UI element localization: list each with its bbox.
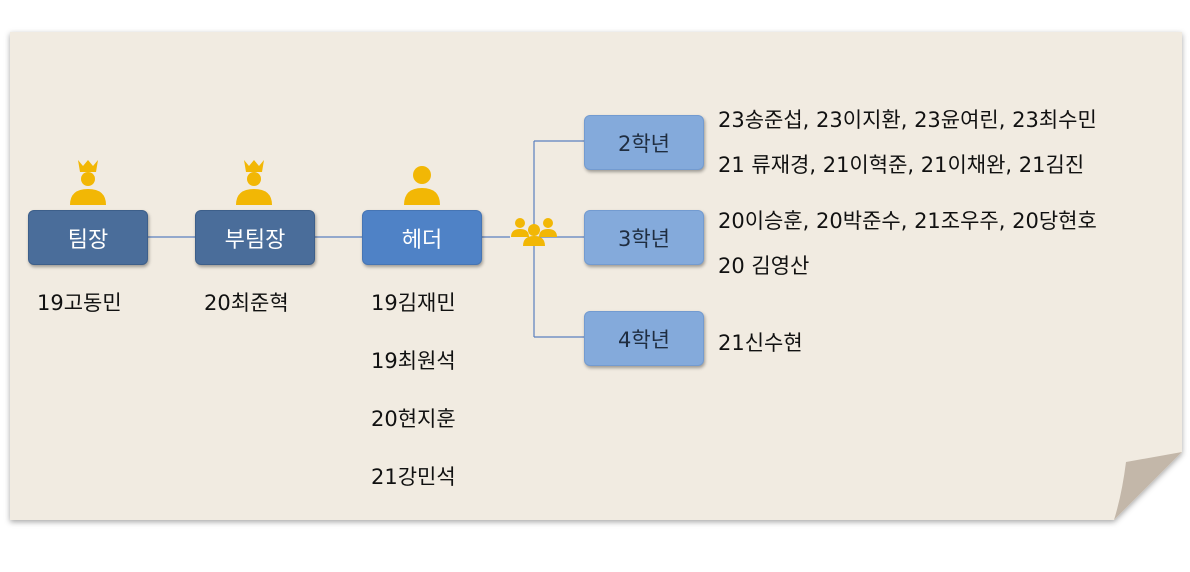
vice-leader-member: 20최준혁 [204,291,289,315]
header-member: 19김재민 [371,291,456,315]
grade-3-members-line: 20이승훈, 20박준수, 21조우주, 20당현호 [718,209,1097,233]
grade-2-members-line: 23송준섭, 23이지환, 23윤여린, 23최수민 [718,108,1097,132]
grade-3-members-line: 20 김영산 [718,254,810,278]
vice-leader-label: 부팀장 [224,227,286,253]
grade-2-label: 2학년 [617,131,670,156]
paper-sheet [10,32,1182,520]
grade-2-box: 2학년 [584,115,704,170]
header-member: 19최원석 [371,349,456,373]
paper-fold [1114,452,1182,520]
header-member: 21강민석 [371,465,456,489]
header-box: 헤더 [362,210,482,265]
person-icon [404,166,440,205]
leader-box: 팀장 [28,210,148,265]
leader-member: 19고동민 [37,291,122,315]
header-member: 20현지훈 [371,407,456,431]
grade-3-box: 3학년 [584,210,704,265]
crowned-person-icon [236,160,272,205]
grade-3-label: 3학년 [617,226,670,251]
header-label: 헤더 [401,227,443,253]
leader-label: 팀장 [67,227,109,253]
vice-leader-box: 부팀장 [195,210,315,265]
grade-2-members-line: 21 류재경, 21이혁준, 21이채완, 21김진 [718,153,1085,177]
grade-4-members-line: 21신수현 [718,331,803,355]
team-group-icon [511,218,557,246]
grade-4-label: 4학년 [617,327,670,352]
grade-4-box: 4학년 [584,311,704,366]
crowned-person-icon [70,160,106,205]
